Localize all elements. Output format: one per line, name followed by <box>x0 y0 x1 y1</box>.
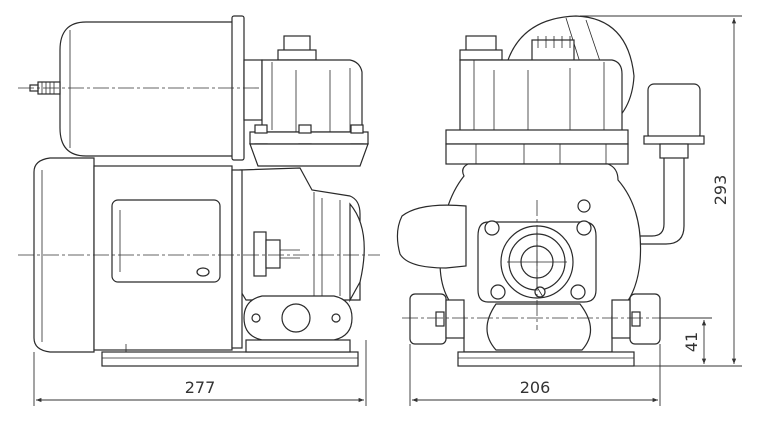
side-ports <box>409 293 661 345</box>
outlet-height-label: 41 <box>682 332 701 352</box>
pump-body <box>239 167 365 341</box>
switch-housing <box>249 35 369 167</box>
front-view <box>396 15 742 406</box>
dimension-206 <box>409 344 661 406</box>
dimension-277 <box>33 340 367 406</box>
side-view <box>18 15 380 406</box>
motor <box>33 157 243 353</box>
front-base <box>457 351 635 367</box>
volute <box>396 163 642 353</box>
side-base <box>101 339 359 367</box>
overall-height-label: 293 <box>711 175 730 206</box>
front-width-label: 206 <box>520 378 551 397</box>
dimension-41 <box>660 317 712 364</box>
dimension-293 <box>580 15 742 367</box>
gauge <box>628 83 705 245</box>
side-width-label: 277 <box>185 378 216 397</box>
pressure-tank <box>59 15 263 161</box>
